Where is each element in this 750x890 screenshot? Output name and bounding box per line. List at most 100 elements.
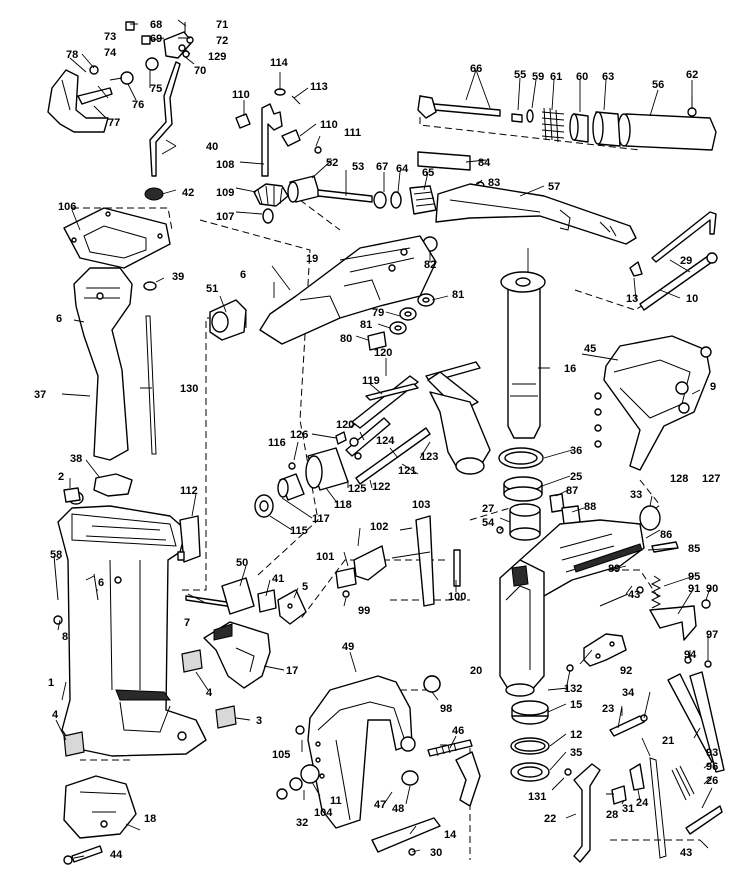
exhaust-housing [57, 505, 207, 757]
label-85: 85 [688, 543, 700, 555]
label-99: 99 [358, 605, 370, 617]
label-79: 79 [372, 307, 384, 319]
label-102: 102 [370, 521, 388, 533]
stern-bracket-right [603, 335, 711, 471]
label-84: 84 [478, 157, 491, 169]
label-69: 69 [150, 33, 162, 45]
label-62: 62 [686, 69, 698, 81]
tiller-arm [435, 183, 637, 245]
label-97: 97 [706, 629, 718, 641]
label-112: 112 [180, 485, 198, 497]
label-132: 132 [564, 683, 582, 695]
label-106: 106 [58, 201, 76, 213]
label-30: 30 [430, 847, 442, 859]
throttle-grip [619, 113, 717, 151]
part-number-labels: 68 69 73 74 78 71 72 129 70 75 76 77 40 … [34, 19, 720, 861]
label-80: 80 [340, 333, 352, 345]
label-126: 126 [290, 429, 308, 441]
label-49: 49 [342, 641, 354, 653]
label-98: 98 [440, 703, 452, 715]
label-27: 27 [482, 503, 494, 515]
label-108: 108 [216, 159, 234, 171]
label-115: 115 [290, 525, 308, 537]
label-129: 129 [208, 51, 226, 63]
label-128: 128 [670, 473, 688, 485]
leader-lines [55, 19, 713, 859]
label-104: 104 [314, 807, 333, 819]
label-11: 11 [330, 795, 342, 807]
label-32: 32 [296, 817, 308, 829]
label-20: 20 [470, 665, 482, 677]
label-45: 45 [584, 343, 596, 355]
label-74: 74 [104, 47, 117, 59]
label-103: 103 [412, 499, 430, 511]
label-125: 125 [348, 483, 366, 495]
label-14: 14 [444, 829, 457, 841]
label-76: 76 [132, 99, 144, 111]
label-71: 71 [216, 19, 228, 31]
label-43-b: 43 [680, 847, 692, 859]
label-114: 114 [270, 57, 289, 69]
label-29: 29 [680, 255, 692, 267]
label-42: 42 [182, 187, 194, 199]
label-7: 7 [184, 617, 190, 629]
label-9: 9 [710, 381, 716, 393]
label-52: 52 [326, 157, 338, 169]
label-60: 60 [576, 71, 588, 83]
label-72: 72 [216, 35, 228, 47]
label-101: 101 [316, 551, 334, 563]
label-63: 63 [602, 71, 614, 83]
label-107: 107 [216, 211, 234, 223]
label-88: 88 [584, 501, 596, 513]
label-44: 44 [110, 849, 123, 861]
label-77: 77 [108, 117, 120, 129]
label-43-a: 43 [628, 589, 640, 601]
label-81-b: 81 [360, 319, 372, 331]
label-94: 94 [684, 649, 697, 661]
label-109: 109 [216, 187, 234, 199]
label-73: 73 [104, 31, 116, 43]
label-68: 68 [150, 19, 162, 31]
label-51: 51 [206, 283, 218, 295]
label-35: 35 [570, 747, 582, 759]
swivel-shaft [507, 285, 541, 439]
label-1: 1 [48, 677, 54, 689]
label-65: 65 [422, 167, 434, 179]
label-56: 56 [652, 79, 664, 91]
label-105: 105 [272, 749, 290, 761]
label-33: 33 [630, 489, 642, 501]
label-46: 46 [452, 725, 464, 737]
stern-bracket-left [307, 675, 413, 829]
label-3: 3 [256, 715, 262, 727]
label-6-c: 6 [98, 577, 104, 589]
label-24: 24 [636, 797, 649, 809]
label-111: 111 [344, 127, 361, 139]
label-38: 38 [70, 453, 82, 465]
label-61: 61 [550, 71, 562, 83]
label-5: 5 [302, 581, 308, 593]
part-shapes [47, 21, 725, 865]
label-117: 117 [312, 513, 330, 525]
label-12: 12 [570, 729, 582, 741]
label-118: 118 [334, 499, 352, 511]
label-26: 26 [706, 775, 718, 787]
label-39: 39 [172, 271, 184, 283]
label-13: 13 [626, 293, 638, 305]
label-78: 78 [66, 49, 78, 61]
label-116: 116 [268, 437, 286, 449]
label-96: 96 [706, 761, 718, 773]
label-25: 25 [570, 471, 582, 483]
label-92: 92 [620, 665, 632, 677]
label-6-b: 6 [56, 313, 62, 325]
label-57: 57 [548, 181, 560, 193]
label-75: 75 [150, 83, 162, 95]
label-16: 16 [564, 363, 576, 375]
label-41: 41 [272, 573, 284, 585]
label-58: 58 [50, 549, 62, 561]
label-31: 31 [622, 803, 634, 815]
label-110-b: 110 [320, 119, 338, 131]
label-40: 40 [206, 141, 218, 153]
label-90: 90 [706, 583, 718, 595]
label-48: 48 [392, 803, 404, 815]
